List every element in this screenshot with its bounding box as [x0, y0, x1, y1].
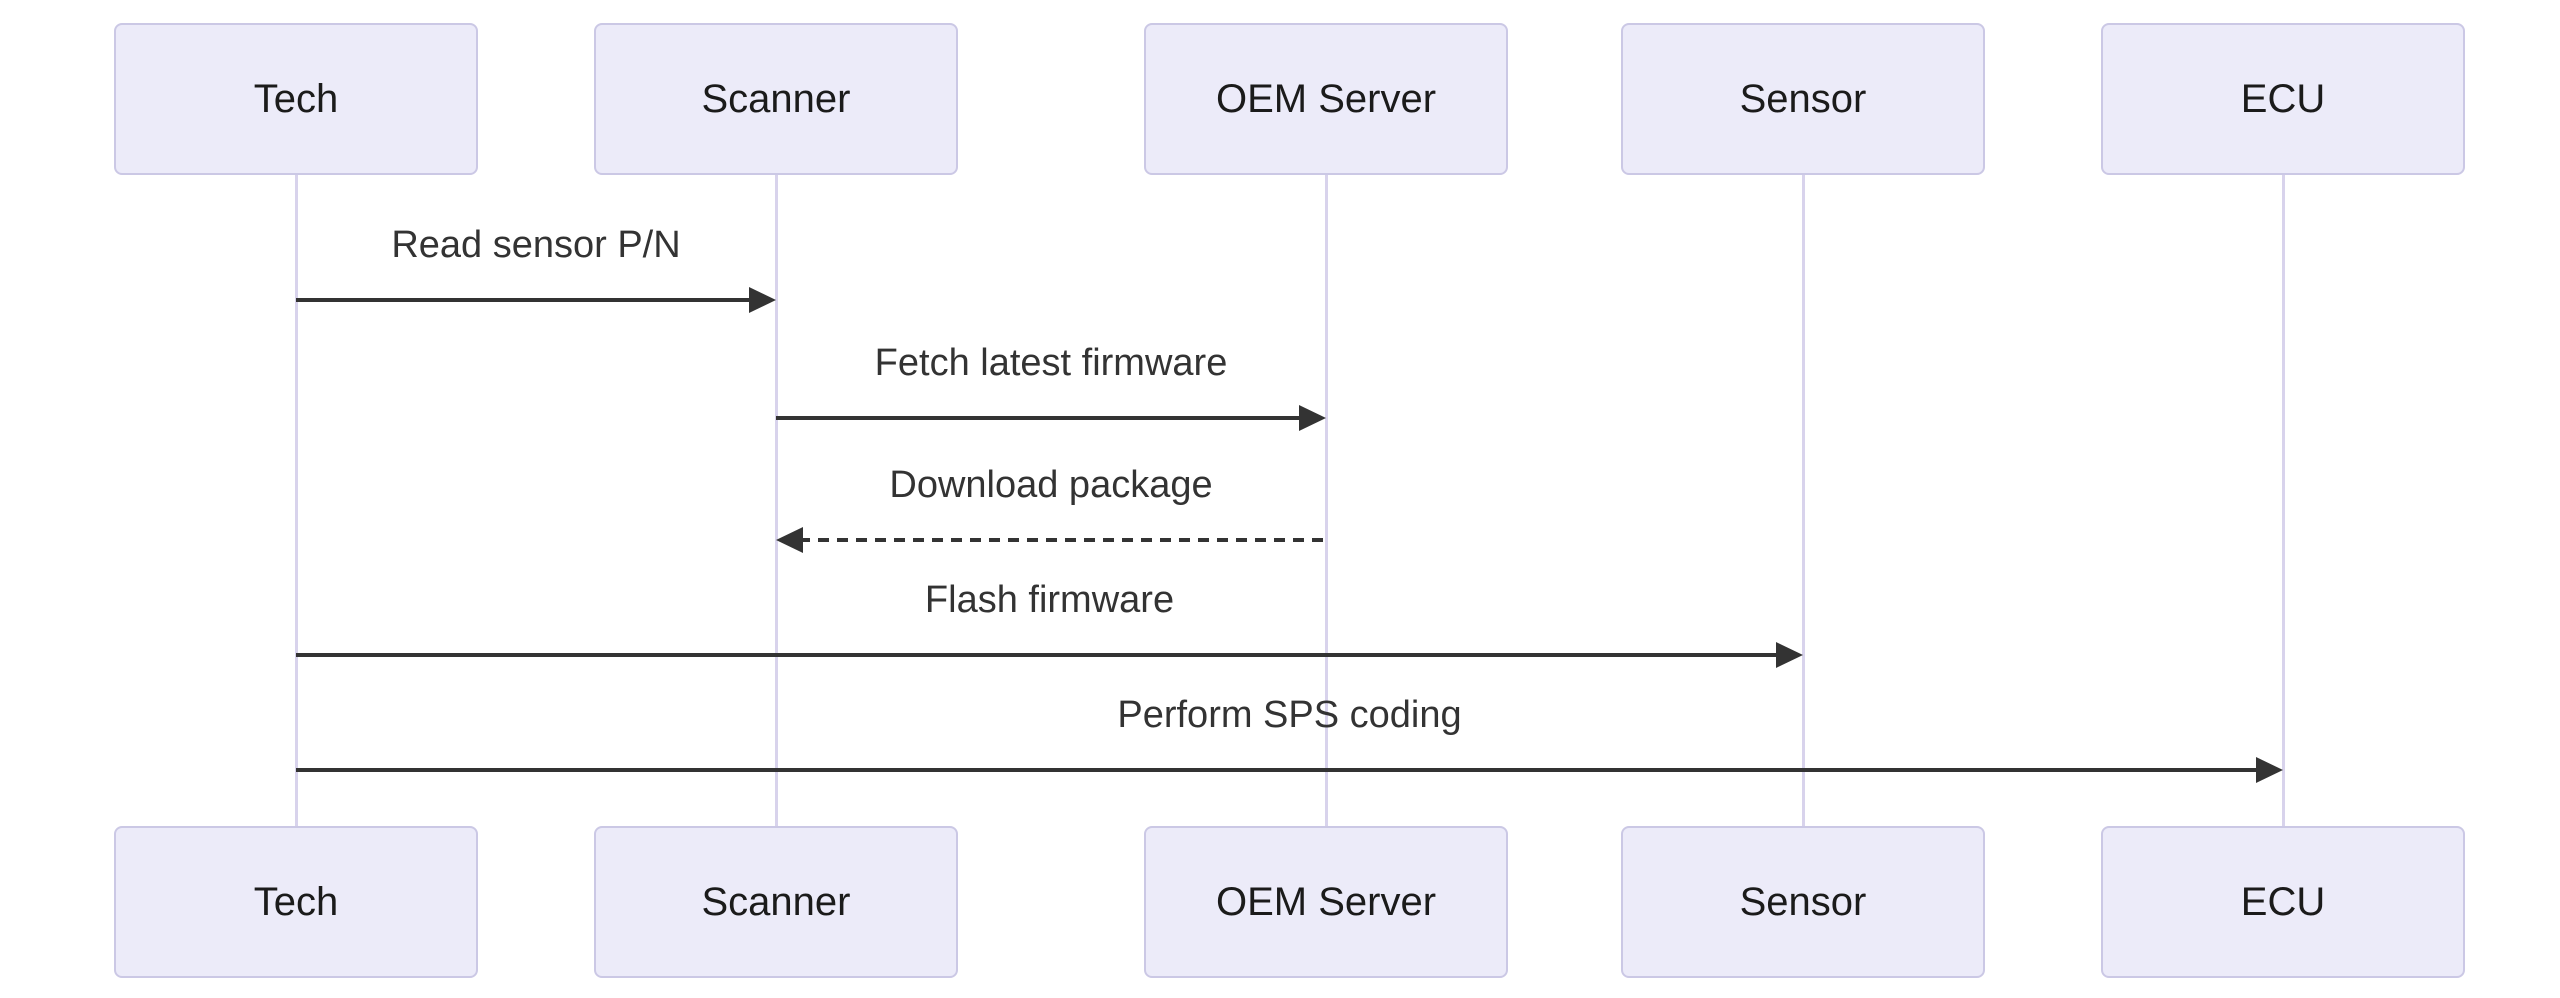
arrowhead — [2256, 757, 2283, 783]
message-line — [296, 653, 1780, 657]
message-label: Download package — [889, 464, 1213, 506]
lifeline-sensor — [1801, 175, 1805, 826]
arrowhead — [1776, 642, 1803, 668]
message-line — [776, 416, 1303, 420]
lifeline-oem-server — [1324, 175, 1328, 826]
actor-label: Sensor — [1739, 76, 1867, 121]
message-label: Flash firmware — [924, 579, 1175, 621]
actor-label: OEM Server — [1215, 76, 1437, 121]
message-line — [296, 298, 753, 302]
actor-box-bottom-ecu: ECU — [2101, 826, 2465, 978]
actor-box-bottom-tech: Tech — [114, 826, 478, 978]
message-label: Fetch latest firmware — [874, 342, 1228, 384]
actor-box-bottom-scanner: Scanner — [594, 826, 958, 978]
arrowhead — [749, 287, 776, 313]
actor-label: Tech — [253, 879, 339, 924]
actor-box-top-sensor: Sensor — [1621, 23, 1985, 175]
actor-box-bottom-oem-server: OEM Server — [1144, 826, 1508, 978]
actor-label: Scanner — [701, 879, 851, 924]
actor-box-top-scanner: Scanner — [594, 23, 958, 175]
message-line — [799, 538, 1326, 542]
actor-label: ECU — [2240, 879, 2326, 924]
message-label: Read sensor P/N — [391, 224, 681, 266]
actor-label: ECU — [2240, 76, 2326, 121]
actor-box-top-ecu: ECU — [2101, 23, 2465, 175]
lifeline-ecu — [2281, 175, 2285, 826]
lifeline-tech — [294, 175, 298, 826]
actor-box-top-tech: Tech — [114, 23, 478, 175]
actor-label: Tech — [253, 76, 339, 121]
arrowhead — [1299, 405, 1326, 431]
message-label: Perform SPS coding — [1117, 694, 1462, 736]
actor-label: Scanner — [701, 76, 851, 121]
actor-box-bottom-sensor: Sensor — [1621, 826, 1985, 978]
arrowhead — [776, 527, 803, 553]
lifeline-scanner — [774, 175, 778, 826]
message-line — [296, 768, 2260, 772]
actor-label: OEM Server — [1215, 879, 1437, 924]
actor-label: Sensor — [1739, 879, 1867, 924]
actor-box-top-oem-server: OEM Server — [1144, 23, 1508, 175]
